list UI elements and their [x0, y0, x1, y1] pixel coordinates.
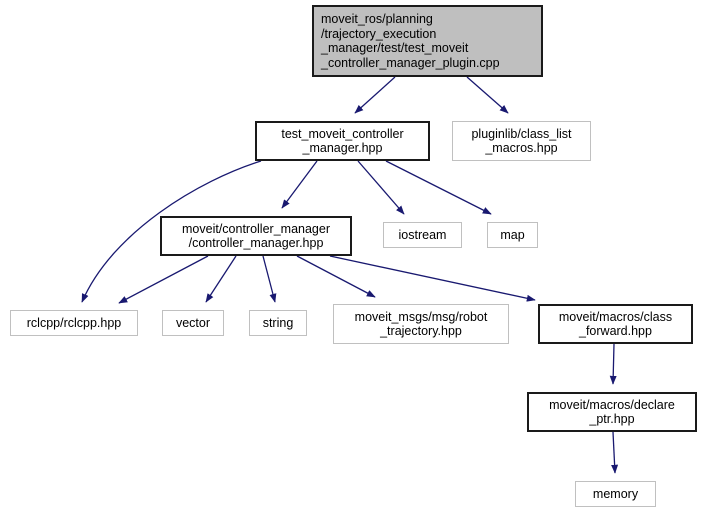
node-root[interactable]: moveit_ros/planning /trajectory_executio…	[312, 5, 543, 77]
node-pluginlib[interactable]: pluginlib/class_list _macros.hpp	[452, 121, 591, 161]
edge-controller_manager-to-robot_trajectory	[296, 255, 376, 298]
edge-test_mcm-to-iostream	[357, 160, 405, 215]
edge-controller_manager-to-rclcpp	[118, 255, 209, 304]
node-map[interactable]: map	[487, 222, 538, 248]
node-class_forward[interactable]: moveit/macros/class _forward.hpp	[538, 304, 693, 344]
edge-root-to-pluginlib	[466, 76, 509, 114]
edge-test_mcm-to-controller_manager	[281, 160, 318, 209]
node-vector[interactable]: vector	[162, 310, 224, 336]
edge-class_forward-to-declare_ptr	[609, 343, 617, 385]
edge-controller_manager-to-class_forward	[329, 255, 536, 302]
node-memory[interactable]: memory	[575, 481, 656, 507]
edge-root-to-test_mcm	[354, 76, 396, 114]
node-declare_ptr[interactable]: moveit/macros/declare _ptr.hpp	[527, 392, 697, 432]
node-robot_trajectory[interactable]: moveit_msgs/msg/robot _trajectory.hpp	[333, 304, 509, 344]
node-string[interactable]: string	[249, 310, 307, 336]
edge-controller_manager-to-string	[262, 255, 277, 303]
edge-declare_ptr-to-memory	[611, 431, 619, 474]
edge-test_mcm-to-map	[385, 160, 492, 215]
node-controller_manager[interactable]: moveit/controller_manager /controller_ma…	[160, 216, 352, 256]
node-iostream[interactable]: iostream	[383, 222, 462, 248]
edge-controller_manager-to-vector	[205, 255, 237, 303]
node-rclcpp[interactable]: rclcpp/rclcpp.hpp	[10, 310, 138, 336]
node-test_mcm[interactable]: test_moveit_controller _manager.hpp	[255, 121, 430, 161]
